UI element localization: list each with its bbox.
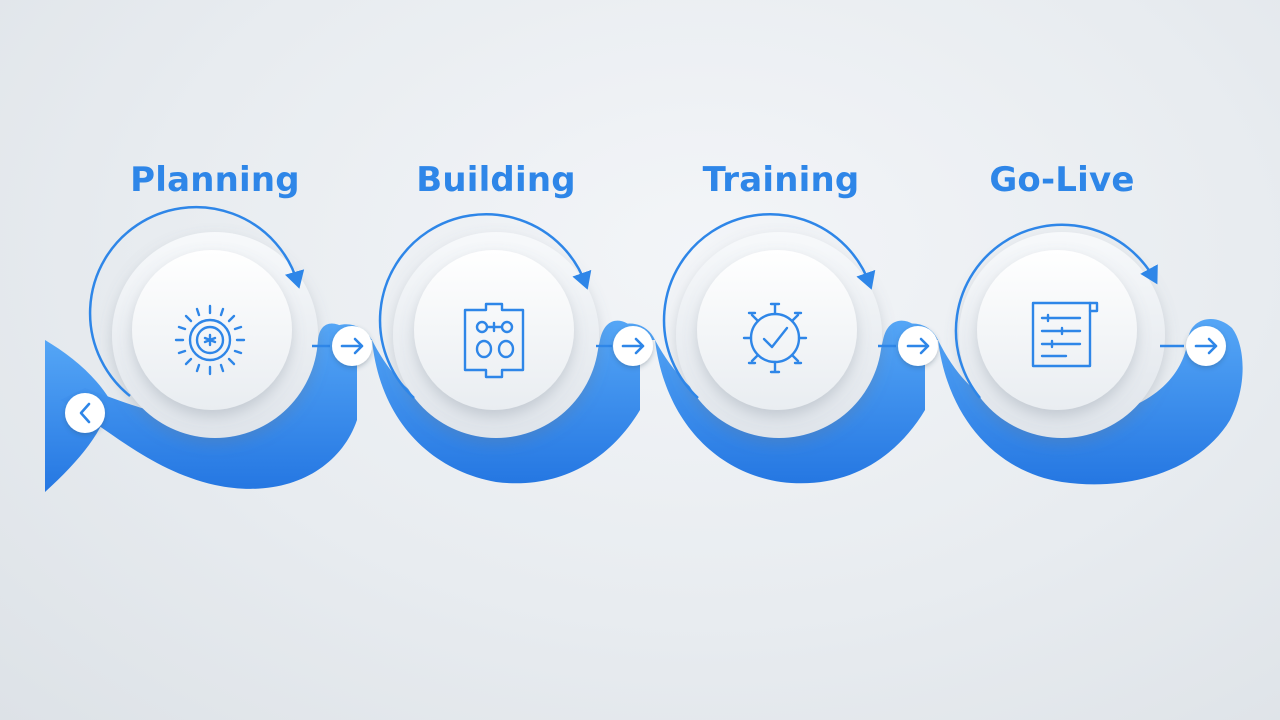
prev-button[interactable] — [65, 393, 105, 433]
sun-gear-icon — [174, 304, 246, 376]
arrow-right-icon — [621, 337, 645, 355]
document-list-icon — [1031, 301, 1099, 368]
inner-disc — [697, 250, 857, 410]
progress-arc — [378, 213, 592, 399]
step-title-training: Training — [702, 160, 860, 200]
next-arrow-button-3[interactable] — [878, 326, 938, 366]
progress-arc — [88, 205, 305, 397]
check-badge-icon — [742, 302, 808, 374]
arrow-right-icon — [1194, 337, 1218, 355]
step-node-planning — [88, 205, 318, 438]
ribbon-segment-3 — [600, 320, 925, 484]
inner-disc — [132, 250, 292, 410]
ribbon-segment-2 — [318, 320, 640, 484]
ribbon-segment-4 — [883, 318, 1243, 485]
step-title-go-live: Go-Live — [989, 160, 1135, 200]
progress-arc — [954, 223, 1158, 399]
step-title-building: Building — [416, 160, 576, 200]
ribbon-segment-1 — [60, 323, 357, 489]
arrow-right-icon — [340, 337, 364, 355]
step-node-training — [662, 213, 882, 438]
chevron-left-icon — [79, 402, 91, 424]
step-node-go-live — [954, 223, 1165, 438]
next-arrow-button-1[interactable] — [312, 326, 372, 366]
step-title-planning: Planning — [130, 160, 300, 200]
next-arrow-button-4[interactable] — [1160, 326, 1226, 366]
step-node-building — [378, 213, 599, 438]
blueprint-board-icon — [463, 302, 525, 379]
next-arrow-button-2[interactable] — [596, 326, 653, 366]
progress-arc — [662, 213, 876, 399]
arrow-right-icon — [906, 337, 930, 355]
